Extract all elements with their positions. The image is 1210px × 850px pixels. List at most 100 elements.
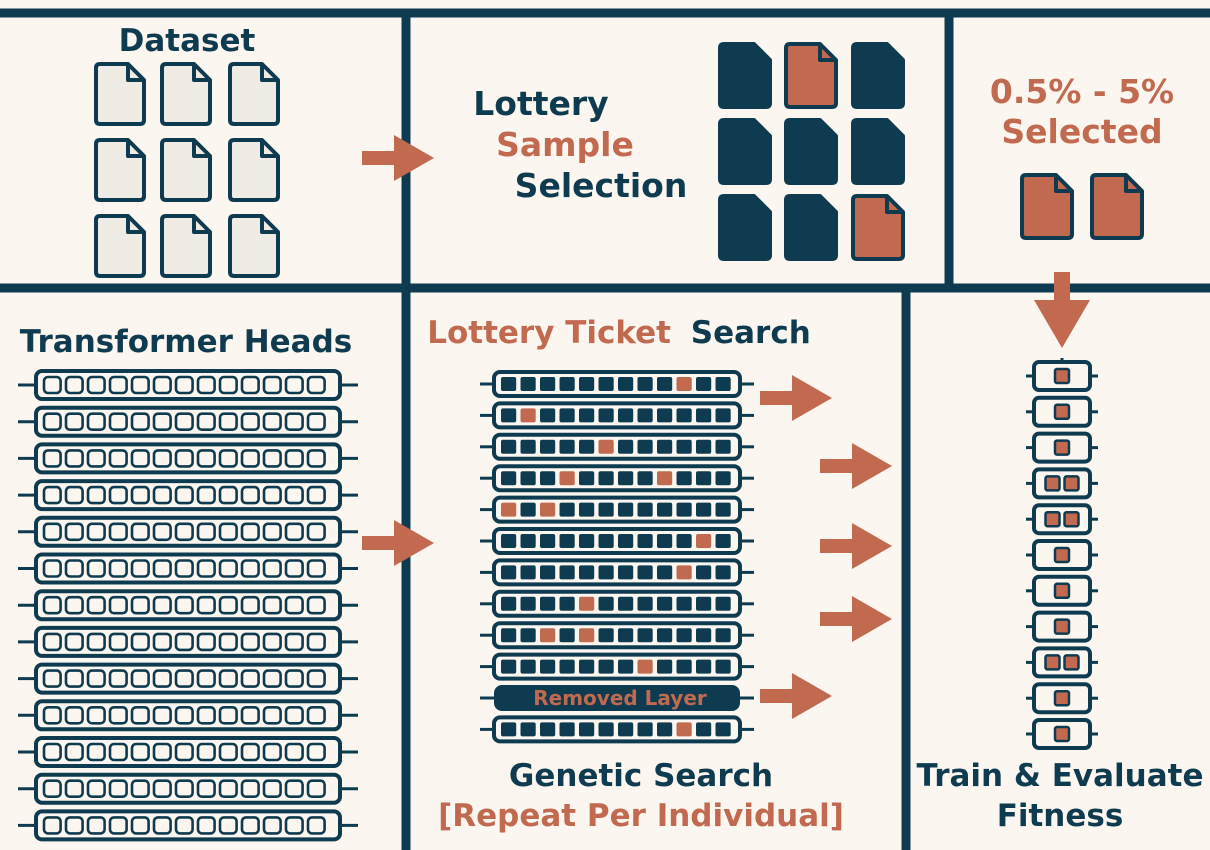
head-cell bbox=[306, 449, 326, 468]
search-cell bbox=[540, 439, 556, 454]
search-cell bbox=[598, 565, 614, 580]
search-cell bbox=[520, 534, 536, 548]
head-cell bbox=[108, 669, 128, 688]
search-cell bbox=[676, 408, 692, 423]
search-cell bbox=[540, 659, 556, 674]
search-cell-selected bbox=[676, 722, 692, 737]
search-cell bbox=[501, 722, 517, 737]
head-cell bbox=[196, 485, 216, 505]
search-cell-selected bbox=[598, 439, 614, 454]
head-cell bbox=[284, 705, 304, 725]
search-cell bbox=[520, 502, 536, 517]
head-cell bbox=[196, 522, 216, 542]
fitness-layer bbox=[1026, 539, 1098, 571]
head-cell bbox=[108, 522, 128, 542]
search-cell bbox=[598, 377, 614, 391]
head-cell bbox=[218, 669, 238, 688]
repeat-per-individual-label: [Repeat Per Individual] bbox=[438, 798, 844, 834]
head-cell bbox=[130, 375, 150, 395]
search-cell bbox=[637, 408, 653, 423]
head-cell bbox=[152, 449, 172, 468]
head-cell bbox=[218, 485, 238, 505]
dataset-doc-icon bbox=[228, 214, 280, 278]
head-cell bbox=[284, 779, 304, 799]
search-cell bbox=[618, 534, 634, 548]
arrow-right-icon bbox=[760, 375, 832, 421]
lottery-word: Lottery bbox=[473, 84, 608, 123]
genetic-search-label: Genetic Search bbox=[509, 758, 773, 794]
fitness-cell-selected bbox=[1053, 689, 1071, 707]
head-cell bbox=[262, 742, 282, 762]
search-cell bbox=[579, 377, 595, 391]
search-cell bbox=[598, 628, 614, 643]
search-cell bbox=[637, 439, 653, 454]
head-cell bbox=[64, 522, 84, 542]
fitness-cell-selected bbox=[1044, 654, 1061, 671]
search-cell bbox=[715, 596, 731, 611]
head-cell bbox=[42, 669, 62, 688]
head-cell bbox=[174, 412, 194, 432]
head-cell bbox=[42, 485, 62, 505]
fitness-cell-selected bbox=[1053, 367, 1071, 385]
head-cell bbox=[86, 522, 106, 542]
head-cell bbox=[42, 375, 62, 395]
head-cell bbox=[306, 559, 326, 578]
head-cell bbox=[262, 632, 282, 652]
head-cell bbox=[284, 375, 304, 395]
head-cell bbox=[284, 412, 304, 432]
head-cell bbox=[284, 485, 304, 505]
search-cell bbox=[618, 377, 634, 391]
train-evaluate-label: Train & Evaluate bbox=[916, 758, 1203, 794]
head-cell bbox=[108, 412, 128, 432]
search-cell bbox=[598, 596, 614, 611]
head-cell bbox=[174, 705, 194, 725]
search-cell bbox=[715, 408, 731, 423]
head-cell bbox=[218, 595, 238, 615]
fitness-cell-selected bbox=[1044, 510, 1061, 528]
search-cell-selected bbox=[696, 534, 712, 548]
head-layer bbox=[18, 479, 358, 512]
head-cell bbox=[284, 522, 304, 542]
search-cell bbox=[676, 596, 692, 611]
head-cell bbox=[306, 779, 326, 799]
head-cell bbox=[86, 669, 106, 688]
search-cell bbox=[696, 565, 712, 580]
search-cell bbox=[618, 471, 634, 486]
search-cell bbox=[520, 471, 536, 486]
search-cell bbox=[540, 596, 556, 611]
search-cell bbox=[715, 439, 731, 454]
head-cell bbox=[240, 742, 260, 762]
search-cell bbox=[637, 565, 653, 580]
dataset-panel: Dataset bbox=[94, 23, 280, 278]
lottery-doc-icon bbox=[718, 42, 772, 109]
search-cell bbox=[501, 377, 517, 391]
search-cell bbox=[637, 377, 653, 391]
head-cell bbox=[284, 595, 304, 615]
search-cell bbox=[520, 596, 536, 611]
head-cell bbox=[42, 522, 62, 542]
head-cell bbox=[306, 632, 326, 652]
arrow-right-icon bbox=[820, 443, 892, 489]
fitness-cell-selected bbox=[1063, 510, 1080, 528]
search-layer bbox=[480, 370, 754, 398]
head-cell bbox=[284, 632, 304, 652]
search-cell bbox=[559, 534, 575, 548]
head-cell bbox=[240, 559, 260, 578]
head-cell bbox=[86, 742, 106, 762]
search-cell-selected bbox=[579, 628, 595, 643]
head-cell bbox=[196, 779, 216, 799]
search-cell bbox=[696, 502, 712, 517]
head-cell bbox=[86, 779, 106, 799]
head-cell bbox=[108, 816, 128, 835]
head-cell bbox=[86, 816, 106, 835]
head-cell bbox=[262, 816, 282, 835]
dataset-doc-icon bbox=[94, 62, 146, 126]
head-cell bbox=[306, 375, 326, 395]
head-cell bbox=[152, 816, 172, 835]
fitness-layer bbox=[1026, 360, 1098, 392]
head-cell bbox=[108, 559, 128, 578]
search-cell bbox=[696, 377, 712, 391]
head-cell bbox=[284, 449, 304, 468]
head-cell bbox=[130, 595, 150, 615]
